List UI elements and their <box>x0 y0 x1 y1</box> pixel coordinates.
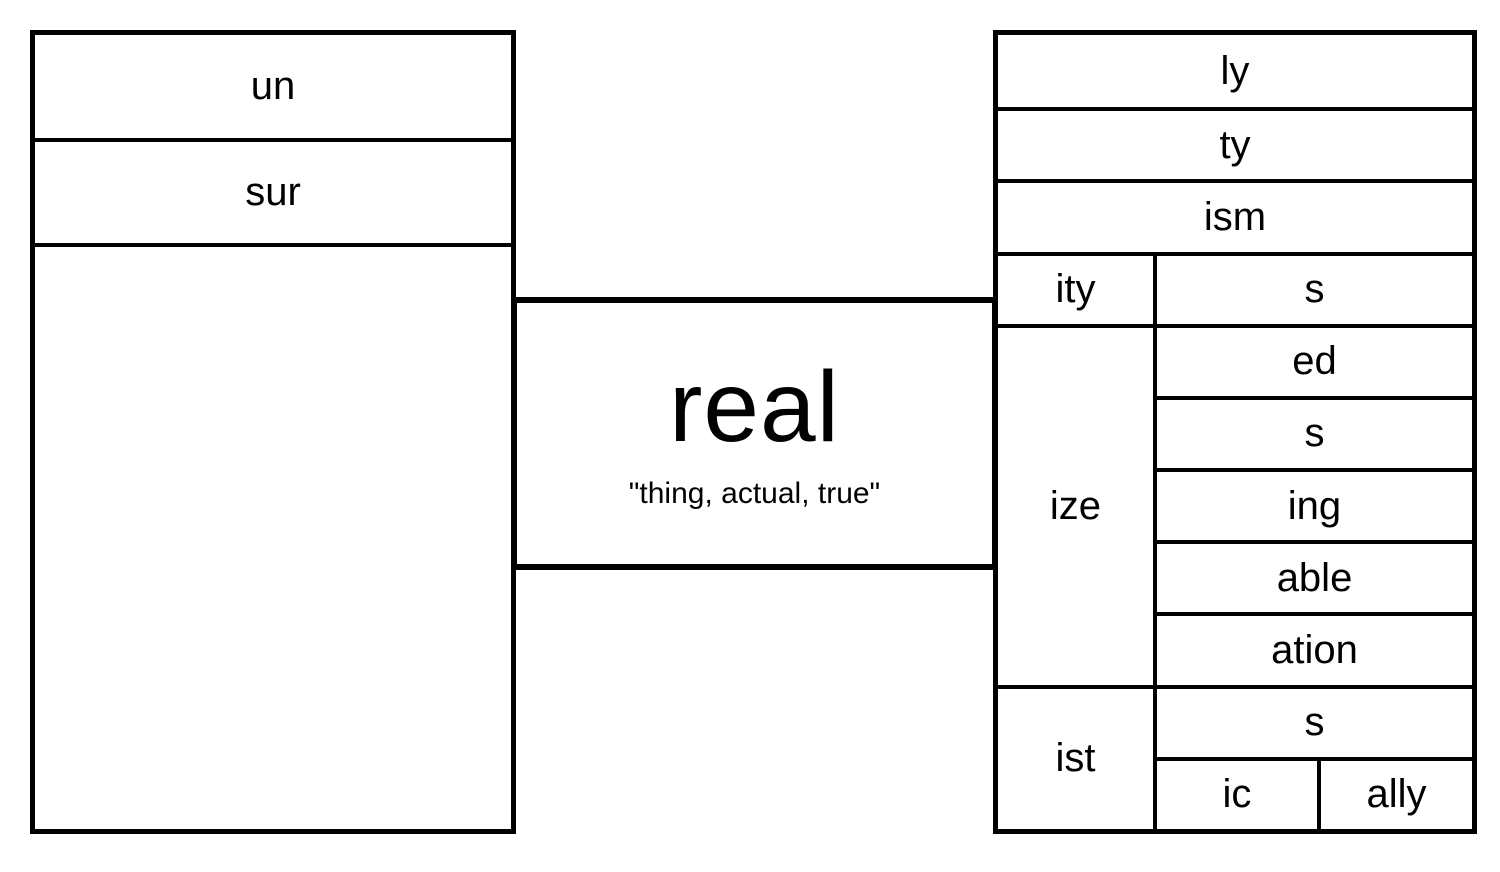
suffix-cell-s-1: s <box>1153 251 1472 324</box>
root-gloss: "thing, actual, true" <box>628 476 881 510</box>
root-box: real "thing, actual, true" <box>511 297 998 570</box>
suffix-cell-ism: ism <box>998 179 1472 252</box>
suffix-cell-ing: ing <box>1153 468 1472 541</box>
suffix-cell-s-2: s <box>1153 395 1472 469</box>
suffix-cell-able: able <box>1153 540 1472 613</box>
suffix-cell-ic: ic <box>1153 756 1317 829</box>
suffix-cell-ity: ity <box>998 251 1153 324</box>
suffix-cell-ty: ty <box>998 107 1472 180</box>
prefix-cell-empty <box>35 247 511 829</box>
suffix-cell-ist: ist <box>998 684 1153 829</box>
suffix-cell-ally: ally <box>1317 756 1472 829</box>
suffix-cell-ly: ly <box>998 35 1472 108</box>
suffix-cell-ize: ize <box>998 323 1153 685</box>
prefix-cell-un: un <box>35 35 511 142</box>
prefix-label-sur: sur <box>245 170 301 214</box>
suffix-cell-ation: ation <box>1153 612 1472 685</box>
suffix-cell-ed: ed <box>1153 323 1472 396</box>
prefix-cell-sur: sur <box>35 142 511 247</box>
root-word: real <box>669 350 840 463</box>
prefix-box: un sur <box>30 30 516 834</box>
prefix-label-un: un <box>250 64 296 108</box>
suffix-box: ly ty ism ity s ize ed s ing able ation … <box>993 30 1477 834</box>
suffix-cell-s-3: s <box>1153 684 1472 757</box>
